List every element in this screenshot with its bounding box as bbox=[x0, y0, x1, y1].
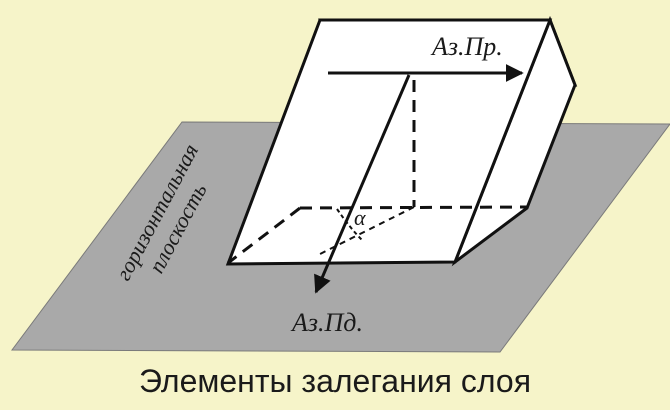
dip-angle-label: α bbox=[354, 205, 366, 230]
hidden-edge-left bbox=[227, 206, 301, 265]
diagram-caption: Элементы залегания слоя bbox=[139, 363, 531, 399]
dip-angle-arc bbox=[336, 208, 363, 241]
block-front-face bbox=[225, 18, 553, 266]
dip-arrow bbox=[314, 74, 411, 294]
hidden-edge-back bbox=[299, 205, 528, 210]
dip-azimuth-label: Аз.Пд. bbox=[290, 308, 363, 337]
hidden-edges bbox=[227, 80, 528, 265]
strike-azimuth-label: Аз.Пр. bbox=[430, 32, 503, 61]
